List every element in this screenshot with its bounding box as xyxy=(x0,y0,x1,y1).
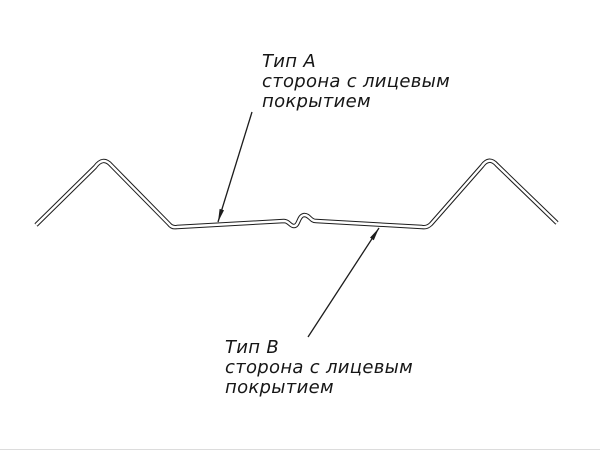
label-type-a-title: Тип A xyxy=(262,51,316,72)
profile-outline-inner xyxy=(35,159,558,229)
leader-line-type-b xyxy=(307,227,380,338)
label-type-a-line1: сторона с лицевым xyxy=(262,71,451,92)
label-type-a: Тип A сторона с лицевым покрытием xyxy=(262,52,450,112)
leader-line-type-a xyxy=(217,111,253,223)
label-type-b-line2: покрытием xyxy=(225,377,334,398)
label-type-b-line1: сторона с лицевым xyxy=(225,357,414,378)
label-type-b-title: Тип B xyxy=(225,337,280,358)
label-type-b: Тип B сторона с лицевым покрытием xyxy=(225,338,413,398)
arrowhead-type-b xyxy=(370,228,379,241)
arrowhead-type-a xyxy=(218,208,224,222)
label-type-a-line2: покрытием xyxy=(262,91,371,112)
